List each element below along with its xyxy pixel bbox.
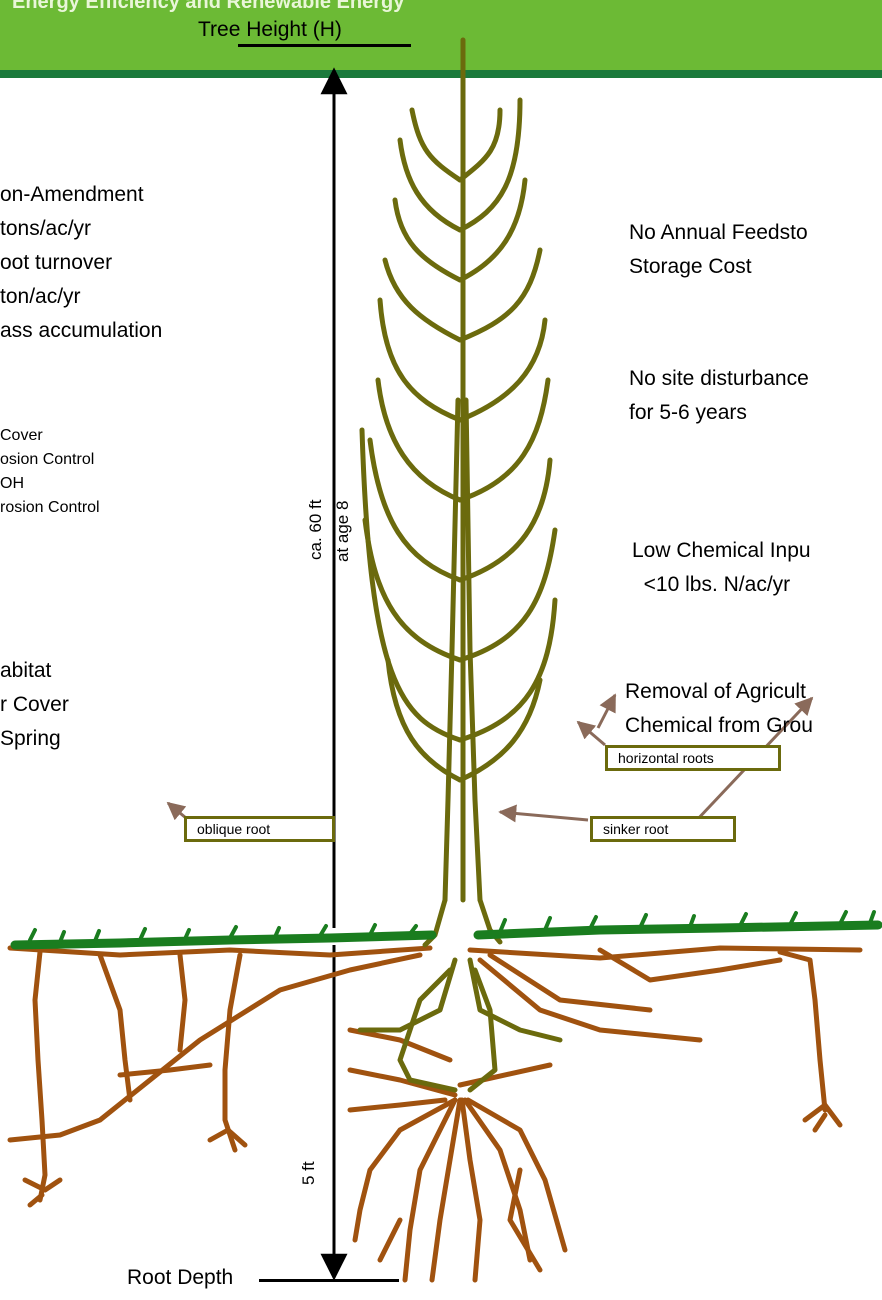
left-text-line: rosion Control (0, 496, 100, 520)
left-text-line: Spring (0, 722, 69, 756)
left-text-line: ton/ac/yr (0, 280, 162, 314)
right-text-line: for 5-6 years (629, 396, 809, 430)
right-text-line: Chemical from Grou (625, 709, 813, 743)
right-text-line: No Annual Feedsto (629, 216, 808, 250)
root-system (10, 948, 860, 1280)
left-text-block-2: Cover osion Control OH rosion Control (0, 424, 100, 520)
tree-height-underline (238, 44, 411, 47)
left-text-line: OH (0, 472, 100, 496)
right-text-chemical-input: Low Chemical Inpu <10 lbs. N/ac/yr (632, 534, 811, 602)
left-text-block-1: on-Amendment tons/ac/yr oot turnover ton… (0, 178, 162, 348)
left-text-line: osion Control (0, 448, 100, 472)
root-depth-pointer (259, 1279, 399, 1282)
tree-height-label: Tree Height (H) (198, 18, 342, 42)
left-text-line: oot turnover (0, 246, 162, 280)
right-text-line: Storage Cost (629, 250, 808, 284)
callout-sinker-root: sinker root (590, 816, 736, 842)
right-text-feedstock: No Annual Feedsto Storage Cost (629, 216, 808, 284)
right-text-line: <10 lbs. N/ac/yr (632, 568, 811, 602)
right-text-line: Removal of Agricult (625, 675, 813, 709)
callout-horizontal-roots: horizontal roots (605, 745, 781, 771)
right-text-line: No site disturbance (629, 362, 809, 396)
left-text-line: r Cover (0, 688, 69, 722)
right-text-site-disturbance: No site disturbance for 5-6 years (629, 362, 809, 430)
left-text-line: abitat (0, 654, 69, 688)
left-text-line: Cover (0, 424, 100, 448)
right-text-line: Low Chemical Inpu (632, 534, 811, 568)
left-text-line: on-Amendment (0, 178, 162, 212)
left-text-block-3: abitat r Cover Spring (0, 654, 69, 756)
arrow-horizontal-b (598, 695, 615, 728)
left-text-line: ass accumulation (0, 314, 162, 348)
height-age-label: at age 8 (334, 501, 352, 562)
right-text-chemical-removal: Removal of Agricult Chemical from Grou (625, 675, 813, 743)
left-text-line: tons/ac/yr (0, 212, 162, 246)
arrow-sinker (500, 812, 588, 820)
callout-oblique-root: oblique root (184, 816, 335, 842)
grass-line (15, 912, 878, 945)
depth-value-label: 5 ft (300, 1161, 318, 1185)
root-depth-label: Root Depth (127, 1266, 233, 1290)
height-value-label: ca. 60 ft (307, 500, 325, 560)
